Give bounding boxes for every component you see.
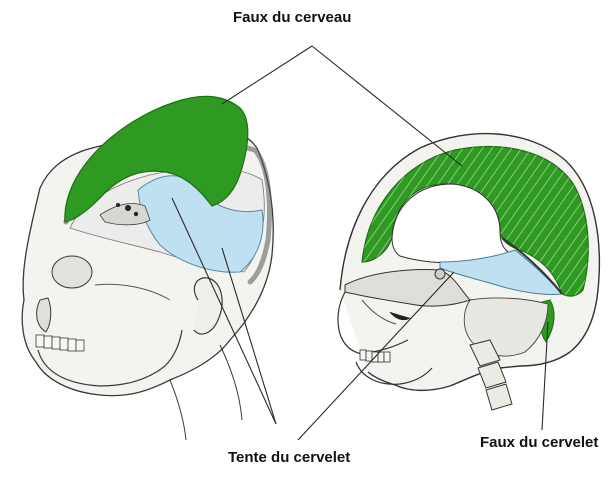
label-tentorium-cerebelli: Tente du cervelet: [228, 449, 350, 466]
right-teeth: [360, 350, 390, 362]
left-neck: [170, 380, 186, 440]
left-skull-figure: [22, 96, 273, 440]
leader-falx-cerebri-left: [222, 46, 312, 104]
label-falx-cerebri: Faux du cerveau: [233, 9, 351, 26]
right-skull-figure: [338, 134, 599, 410]
label-falx-cerebelli: Faux du cervelet: [480, 434, 598, 451]
leader-falx-cerebri-right: [312, 46, 462, 166]
left-orbit: [52, 256, 92, 288]
